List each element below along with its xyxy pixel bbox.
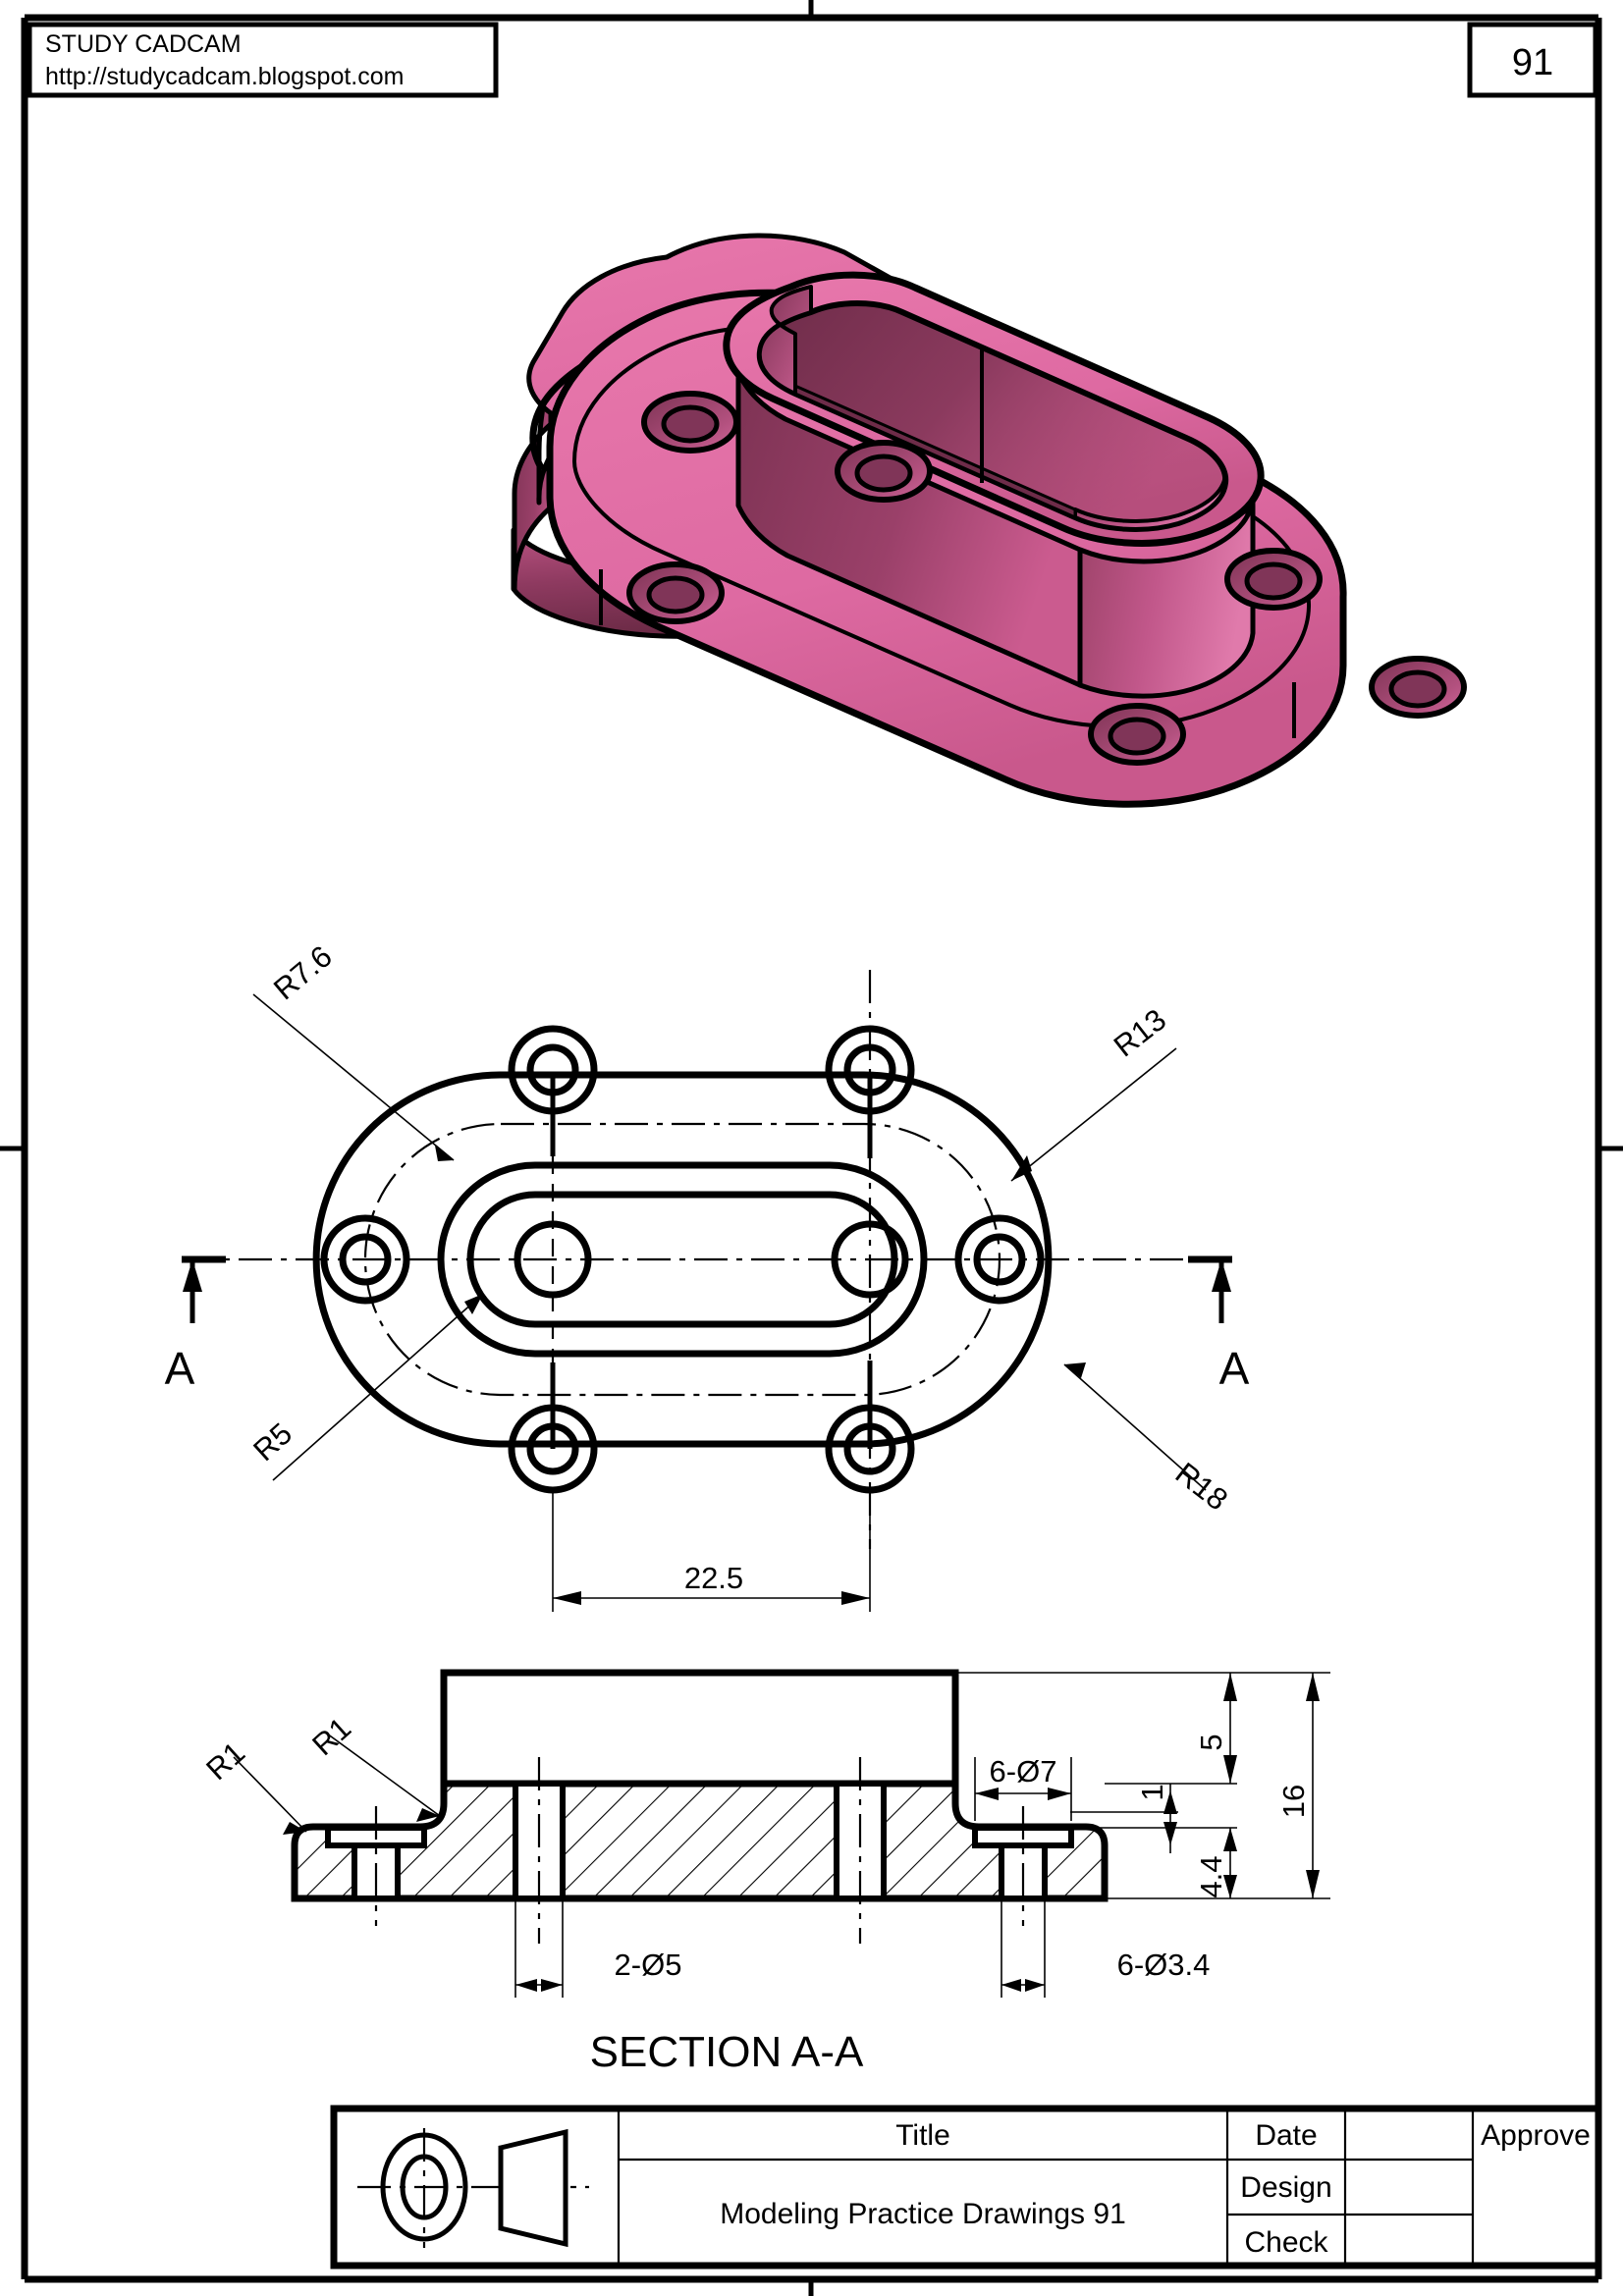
- iso-boss-top-outline: [723, 271, 1265, 547]
- header-box: [27, 22, 499, 98]
- header-url: http://studycadcam.blogspot.com: [45, 63, 404, 90]
- label-22-5: 22.5: [684, 1561, 743, 1595]
- dim-4-4: [1223, 1828, 1237, 1898]
- iso-counterbore-hole-1: [641, 391, 739, 454]
- iso-flange-top-contour: [572, 324, 1312, 729]
- leader-r1-outer: [233, 1756, 307, 1835]
- dim-6-d3-4: [1001, 1900, 1046, 1998]
- page-number: 91: [1512, 42, 1553, 83]
- label-16: 16: [1276, 1785, 1311, 1818]
- section-letter-right: A: [1219, 1343, 1250, 1394]
- section-title: SECTION A-A: [590, 2028, 864, 2076]
- iso-counterbore-hole-2: [626, 561, 725, 624]
- iso-counterbore-hole-5: [1369, 656, 1467, 719]
- section-geometry: [233, 1669, 1330, 1998]
- label-4-4: 4.4: [1194, 1855, 1228, 1897]
- leader-r13: [1010, 1047, 1177, 1182]
- iso-bore-inner-wall: [1073, 473, 1227, 531]
- top-boss-inner: [466, 1191, 898, 1328]
- section-counterbore-right: [972, 1825, 1074, 1901]
- iso-part-body: [511, 233, 1467, 808]
- page-number-box: [1467, 22, 1598, 98]
- label-5: 5: [1194, 1734, 1228, 1750]
- leader-r18: [1063, 1362, 1207, 1491]
- top-boss-outer: [437, 1161, 928, 1358]
- header-title: STUDY CADCAM: [45, 30, 242, 58]
- dim-2-d5: [514, 1900, 564, 1998]
- label-2-d5: 2-Ø5: [615, 1948, 682, 1982]
- iso-counterbore-hole-6: [1224, 548, 1323, 611]
- iso-counterbore-hole-3: [835, 440, 933, 503]
- first-angle-projection-symbol: [357, 2128, 589, 2248]
- dim-16: [1306, 1673, 1320, 1898]
- dim-22-5: [552, 1492, 871, 1612]
- label-6-d7: 6-Ø7: [990, 1754, 1057, 1789]
- iso-counterbore-hole-4: [1088, 703, 1186, 766]
- tb-check-label: Check: [1244, 2226, 1328, 2259]
- top-outer-obround: [312, 1071, 1053, 1448]
- tb-design-label: Design: [1240, 2171, 1331, 2204]
- tb-title-value: Modeling Practice Drawings 91: [720, 2198, 1126, 2230]
- leader-r1-inner: [326, 1733, 441, 1822]
- iso-flange-parting-line: [547, 495, 1346, 807]
- leader-r5: [272, 1293, 484, 1481]
- dim-6-d7: [974, 1757, 1072, 1821]
- top-view-geometry: [182, 970, 1232, 1612]
- iso-bore-end-cylinder: [757, 285, 813, 396]
- dim-1: [1070, 1784, 1178, 1853]
- top-bolt-circle-path: [363, 1122, 1001, 1397]
- dim-5: [1223, 1673, 1237, 1784]
- section-letter-left: A: [165, 1343, 195, 1394]
- section-arrow-right: [1188, 1255, 1232, 1323]
- tb-date-label: Date: [1255, 2119, 1317, 2152]
- leader-r76: [252, 993, 455, 1161]
- section-top-cavity: [440, 1669, 959, 1788]
- tb-title-label: Title: [895, 2119, 950, 2152]
- section-arrow-left: [182, 1255, 226, 1323]
- label-6-d3-4: 6-Ø3.4: [1117, 1948, 1211, 1982]
- tb-approve-label: Approve: [1481, 2119, 1591, 2152]
- label-1: 1: [1135, 1784, 1169, 1800]
- title-block-text: Title Modeling Practice Drawings 91 Date…: [720, 2119, 1591, 2259]
